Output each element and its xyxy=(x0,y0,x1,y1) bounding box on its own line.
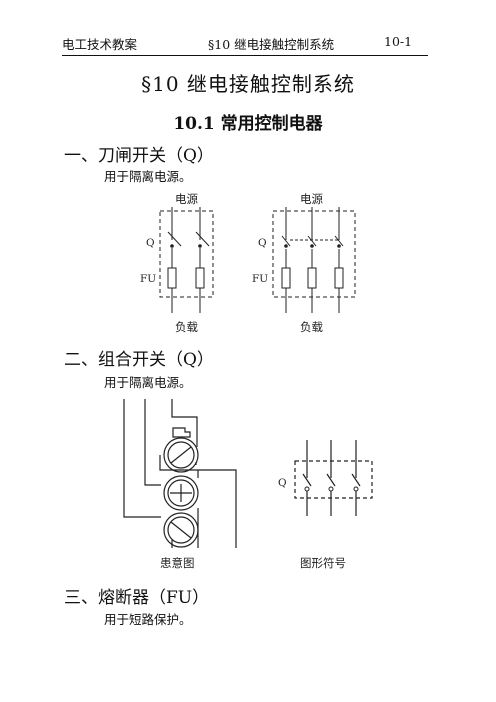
heading-combination-switch: 二、组合开关（Q） xyxy=(64,350,214,370)
header-chapter: §10 继电接触控制系统 xyxy=(208,37,335,52)
header-page-number: 10-1 xyxy=(384,34,413,49)
fig1-right-load-label: 负载 xyxy=(300,320,323,334)
fig1-right-fu-label: FU xyxy=(252,273,268,285)
header-course: 电工技术教案 xyxy=(62,37,138,52)
text-fuse: 用于短路保护。 xyxy=(104,612,192,627)
header-rule xyxy=(62,55,428,56)
heading-fuse: 三、熔断器（FU） xyxy=(64,588,210,608)
fig1-right-source-label: 电源 xyxy=(300,192,323,206)
page-title: §10 继电接触控制系统 xyxy=(141,72,355,96)
page-header: 电工技术教案 §10 继电接触控制系统 10-1 xyxy=(62,34,426,52)
text-combination-switch: 用于隔离电源。 xyxy=(104,375,192,390)
fig1-left-fu-label: FU xyxy=(140,273,156,285)
fig2-q-label: Q xyxy=(278,477,287,489)
fig1-left-load-label: 负载 xyxy=(175,320,198,334)
fig1-right-q-label: Q xyxy=(258,237,267,249)
fig1-left-source-label: 电源 xyxy=(175,192,198,206)
fig2-symbol-caption: 图形符号 xyxy=(300,556,346,570)
text-knife-switch: 用于隔离电源。 xyxy=(104,169,192,184)
fig2-diagram-caption: 患意图 xyxy=(160,556,195,570)
heading-knife-switch: 一、刀闸开关（Q） xyxy=(64,146,214,166)
section-title: 10.1 常用控制电器 xyxy=(173,114,323,134)
fig1-left-q-label: Q xyxy=(146,237,155,249)
